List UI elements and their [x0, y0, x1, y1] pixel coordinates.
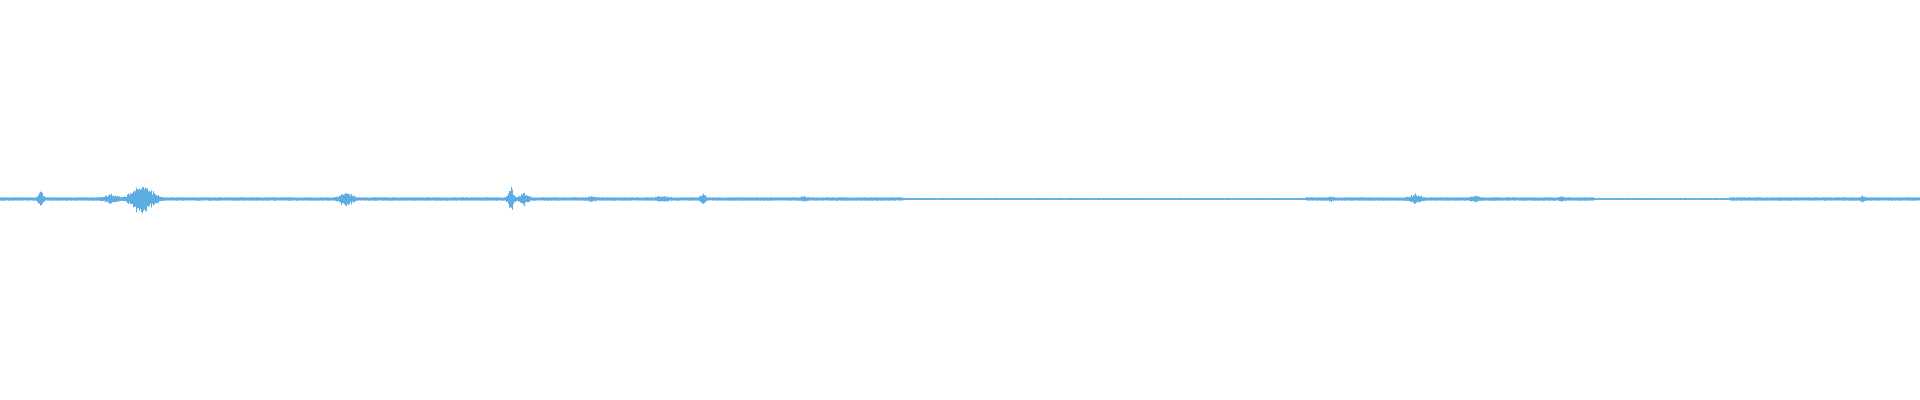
waveform-trace [0, 186, 1920, 214]
